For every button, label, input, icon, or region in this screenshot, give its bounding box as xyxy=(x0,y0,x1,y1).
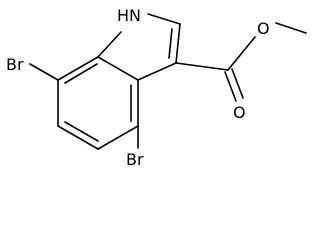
br-bottom-label: Br xyxy=(126,150,144,169)
double-bond-carbonyl-a xyxy=(224,71,237,102)
double-bond-c6-c5-inner xyxy=(64,121,99,142)
bond-c7a-c7 xyxy=(57,56,99,81)
bond-c7-br xyxy=(29,63,59,81)
carbonyl-oxygen-label: O xyxy=(233,103,246,122)
double-bond-carbonyl-b xyxy=(231,68,244,99)
bond-c7a-n1 xyxy=(97,31,122,58)
bond-ccarbonyl-oester xyxy=(227,36,256,71)
bond-c6-c5 xyxy=(57,125,99,150)
molecule-structure-diagram: HN Br Br O O xyxy=(6,6,307,169)
bond-c3-c3a xyxy=(137,62,177,81)
bond-c2-c3 xyxy=(175,23,181,64)
bond-oester-methyl xyxy=(275,22,307,34)
bond-c3a-c7a xyxy=(97,56,139,81)
nh-label: HN xyxy=(117,6,141,25)
bond-c5-c4 xyxy=(97,125,139,150)
bond-n1-c2 xyxy=(147,13,181,25)
bond-c3-ccarbonyl xyxy=(175,62,229,71)
ester-oxygen-label: O xyxy=(257,19,270,38)
double-bond-c2-c3-inner xyxy=(168,28,173,59)
br-left-label: Br xyxy=(6,55,24,74)
double-bond-c7a-c7-inner xyxy=(64,63,98,84)
